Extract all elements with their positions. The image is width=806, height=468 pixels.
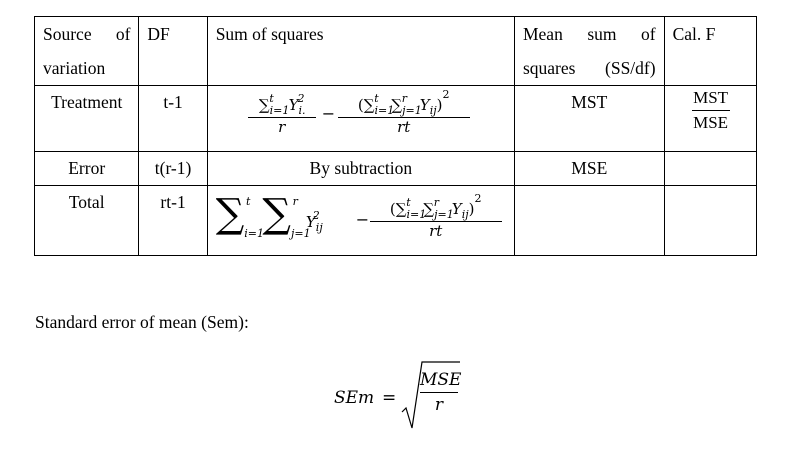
row-df-label: t(r-1) [154, 158, 192, 178]
sub-j: j=1 [402, 104, 422, 117]
y-right: Y [419, 96, 430, 114]
power-2: 2 [474, 192, 482, 205]
cell-sum-of-squares-formula: ∑i=1t Yi.2 r − (∑i=1t ∑j=1r Yij)2 rt [206, 85, 515, 152]
f-numerator: MST [693, 88, 729, 107]
table-row-total: Total rt-1 ∑i=1t∑j=1rYij2 − (∑i=1t ∑j=1r… [33, 185, 758, 256]
sigma1-sup: t [246, 195, 251, 208]
sub-j: j=1 [434, 208, 454, 221]
header-source-line1: Source of [43, 24, 131, 44]
row-df-label: t-1 [163, 92, 183, 112]
power-2: 2 [442, 88, 450, 101]
cell-cal-f [663, 151, 758, 186]
sem-lhs: SEm [334, 388, 375, 408]
header-mean-sum-of-squares: Mean sum of squares (SS/df) [513, 16, 665, 86]
header-sum-of-squares: Sum of squares [206, 16, 515, 86]
header-df: DF [138, 16, 208, 86]
header-df-label: DF [147, 24, 170, 44]
sup-r: r [401, 92, 408, 105]
cell-sum-of-squares-formula: ∑i=1t∑j=1rYij2 − (∑i=1t ∑j=1r Yij)2 rt [206, 185, 515, 256]
fraction-bar [420, 392, 458, 393]
header-cal-f-label: Cal. F [672, 24, 716, 44]
header-cal-f: Cal. F [663, 16, 758, 86]
anova-table: Source of variation DF Sum of squares Me… [33, 16, 758, 256]
equals-sign: = [382, 388, 397, 408]
sigma-symbol: ∑ [258, 96, 270, 114]
open-paren-sigma: (∑ [389, 200, 407, 218]
cell-mean-squares: MSE [513, 151, 665, 186]
fraction-bar [691, 110, 730, 111]
y-sub: ij [315, 221, 323, 234]
cell-df: t(r-1) [138, 151, 208, 186]
sem-heading: Standard error of mean (Sem): [35, 312, 249, 332]
open-paren-sigma: (∑ [357, 96, 375, 114]
fraction-bar [247, 117, 316, 118]
cell-cal-f [663, 185, 758, 256]
treatment-fraction-left: ∑i=1t Yi.2 r [247, 92, 316, 136]
fraction-bar [369, 221, 502, 222]
cell-source: Error [33, 151, 140, 186]
fraction-bar [337, 117, 470, 118]
big-sigma-1: ∑ [215, 191, 245, 237]
sigma1-sub: i=1 [244, 227, 264, 240]
sigma-sub: i=1 [269, 104, 290, 117]
y-sup: 2 [312, 209, 320, 222]
minus-sign: − [321, 104, 336, 123]
header-sum-of-squares-label: Sum of squares [215, 24, 324, 44]
denominator-r: r [278, 118, 286, 136]
cell-cal-f: MST MSE [663, 85, 758, 152]
sem-formula: SEm = MSE r [334, 360, 464, 430]
sup-t: t [374, 92, 379, 105]
big-sigma-2: ∑ [262, 191, 291, 237]
y-right-sub: ij [461, 208, 469, 221]
header-mean-line1: Mean sum of [522, 24, 656, 44]
row-source-label: Error [68, 158, 106, 178]
sigma2-symbol: ∑ [423, 200, 435, 218]
sigma-sup: t [269, 92, 274, 105]
treatment-fraction-right: (∑i=1t ∑j=1r Yij)2 rt [337, 88, 470, 136]
row-mean-squares-label: MST [571, 92, 608, 112]
cell-df: t-1 [138, 85, 208, 152]
sem-numerator: MSE [420, 370, 462, 390]
cell-source: Treatment [33, 85, 140, 152]
radical-sign-icon [401, 361, 460, 429]
sigma2-symbol: ∑ [391, 96, 403, 114]
sem-fraction: MSE r [420, 370, 462, 415]
sigma2-sup: r [292, 195, 298, 208]
row-source-label: Total [68, 192, 105, 212]
by-subtraction-text: By subtraction [309, 158, 413, 178]
cell-mean-squares: MST [513, 85, 665, 152]
y-sub: i. [298, 104, 306, 117]
row-df-label: rt-1 [160, 192, 186, 212]
y-term: Y [305, 213, 316, 231]
header-source-line2: variation [43, 58, 106, 78]
sup-r: r [433, 196, 440, 209]
cell-source: Total [33, 185, 140, 256]
header-source-of-variation: Source of variation [33, 16, 140, 86]
total-fraction-right: (∑i=1t ∑j=1r Yij)2 rt [369, 192, 502, 240]
sup-t: t [406, 196, 411, 209]
double-sum-term: ∑i=1t∑j=1rYij2 [215, 191, 323, 240]
f-denominator: MSE [693, 113, 729, 132]
f-ratio-fraction: MST MSE [691, 88, 730, 133]
y-right: Y [451, 200, 462, 218]
table-row-treatment: Treatment t-1 ∑i=1t Yi.2 r − (∑i=1t ∑j=1… [33, 85, 758, 152]
cell-mean-squares [513, 185, 665, 256]
close-paren: ) [468, 200, 475, 218]
cell-sum-of-squares: By subtraction [206, 151, 515, 186]
row-mean-squares-label: MSE [571, 158, 608, 178]
header-row: Source of variation DF Sum of squares Me… [33, 16, 758, 86]
table-row-error: Error t(r-1) By subtraction MSE [33, 151, 758, 186]
y-right-sub: ij [429, 104, 437, 117]
sigma2-sub: j=1 [290, 227, 311, 240]
header-mean-line2: squares (SS/df) [522, 58, 656, 78]
sem-denominator: r [434, 395, 444, 415]
y-term: Y [288, 96, 299, 114]
close-paren: ) [436, 96, 443, 114]
y-sup: 2 [297, 92, 305, 105]
cell-df: rt-1 [138, 185, 208, 256]
denominator-rt: rt [429, 222, 443, 240]
minus-sign: − [355, 210, 370, 229]
denominator-rt: rt [397, 118, 411, 136]
row-source-label: Treatment [51, 92, 123, 112]
